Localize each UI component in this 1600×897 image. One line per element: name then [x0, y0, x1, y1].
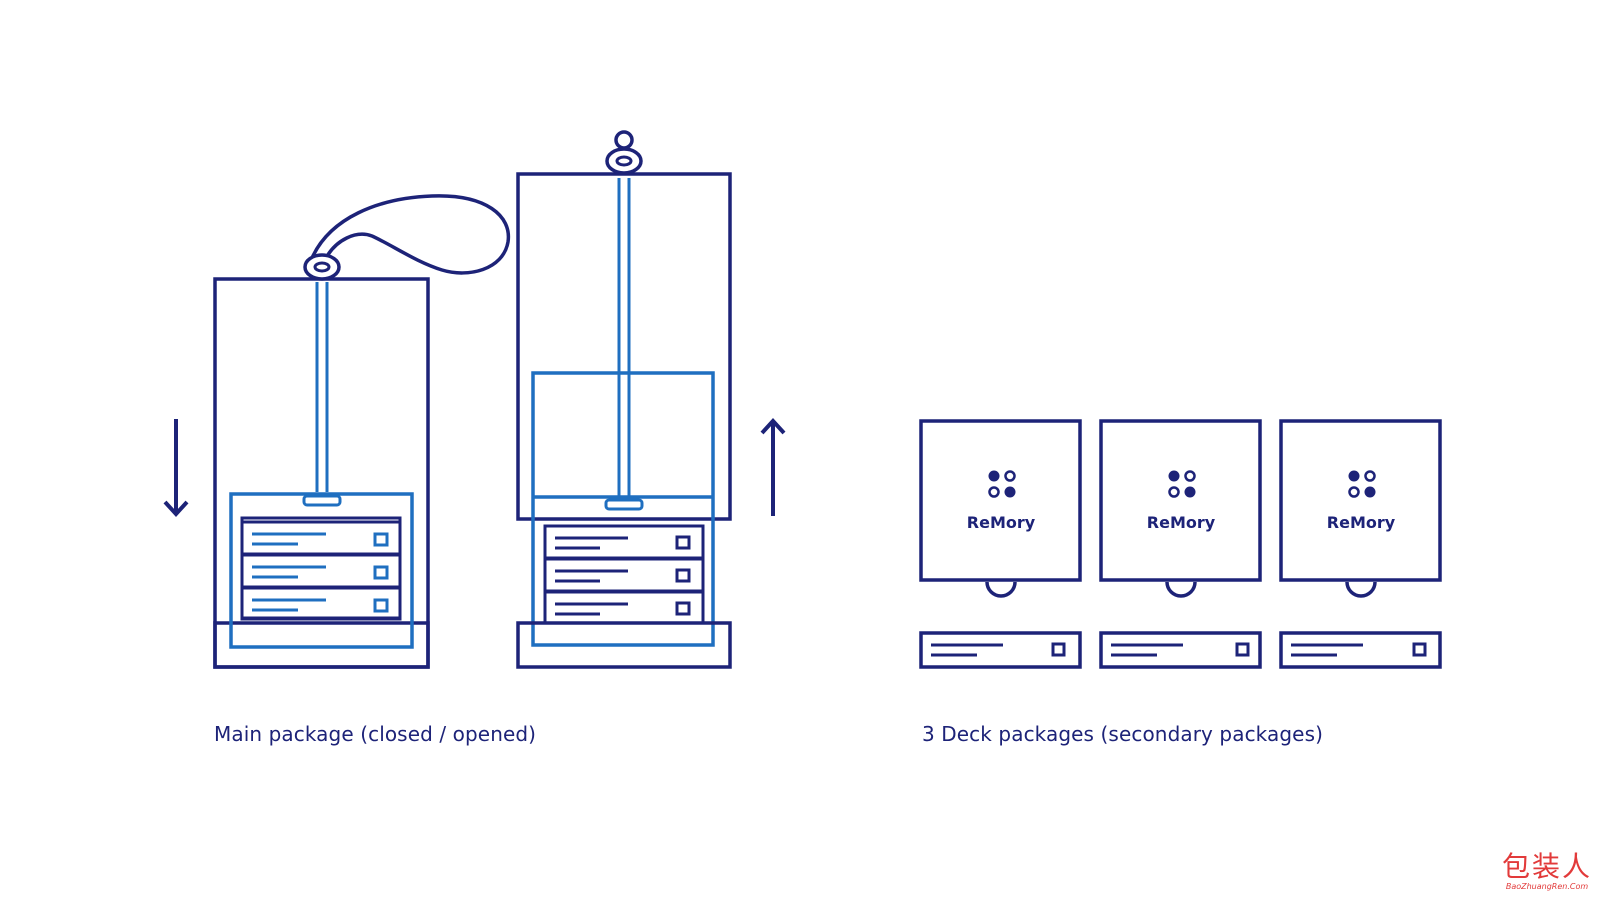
deck-card-3 [1279, 631, 1442, 669]
closed-lanyard-loop [310, 194, 511, 275]
main-package-closed [213, 194, 511, 669]
arrow-down-icon [163, 419, 189, 517]
opened-top-loop [614, 130, 634, 150]
deck-card-1 [919, 631, 1082, 669]
watermark-url: BaoZhuangRen.Com [1505, 882, 1589, 891]
main-package-opened [516, 130, 732, 669]
four-dots-logo-icon [1168, 470, 1196, 498]
closed-deck-3 [240, 586, 402, 621]
opened-deck-2 [543, 557, 705, 593]
arrow-up-icon [760, 418, 786, 516]
main-package-caption: Main package (closed / opened) [214, 722, 537, 746]
closed-base-tray [213, 621, 430, 669]
closed-inner-drawer [229, 492, 414, 649]
opened-inner-drawer [531, 371, 715, 647]
closed-outer-sleeve [213, 277, 430, 669]
deck-package-2: ReMory [1099, 419, 1262, 669]
four-dots-logo-icon [988, 470, 1016, 498]
opened-deck-1 [543, 524, 705, 560]
deck-card-2 [1099, 631, 1262, 669]
deck-package-3: ReMory [1279, 419, 1442, 669]
deck-brand-label: ReMory [1147, 513, 1216, 532]
deck-packages-caption: 3 Deck packages (secondary packages) [922, 722, 1323, 746]
closed-deck-2 [240, 553, 402, 589]
deck-brand-label: ReMory [967, 513, 1036, 532]
deck-brand-label: ReMory [1327, 513, 1396, 532]
closed-deck-1 [240, 520, 402, 556]
watermark-chinese: 包装人 [1501, 850, 1592, 883]
watermark: 包装人 BaoZhuangRen.Com [1494, 852, 1600, 897]
opened-pull-strap [604, 178, 644, 511]
closed-pull-strap [302, 282, 342, 507]
four-dots-logo-icon [1348, 470, 1376, 498]
opened-deck-3 [543, 590, 705, 625]
deck-package-1: ReMory [919, 419, 1082, 669]
opened-outer-sleeve [516, 172, 732, 521]
